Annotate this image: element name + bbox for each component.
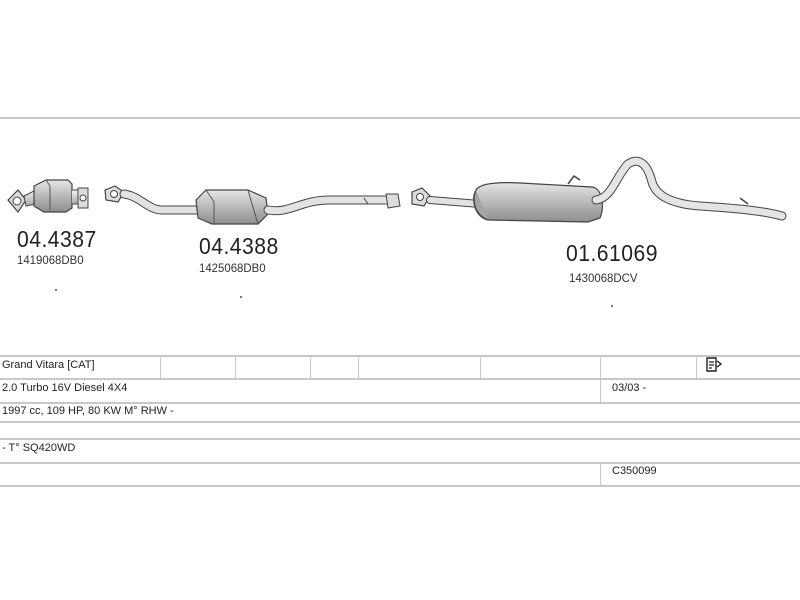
top-divider — [0, 117, 800, 119]
marker-dot-3 — [611, 305, 613, 307]
type-code-cell: - T° SQ420WD — [2, 442, 76, 454]
model-cell: Grand Vitara [CAT] — [2, 359, 95, 371]
part-number-1: 04.4387 — [17, 226, 97, 252]
part-ref-1: 1419068DB0 — [17, 253, 84, 267]
part-number-3: 01.61069 — [566, 240, 658, 266]
silencer-part-3[interactable] — [411, 156, 787, 223]
catalyst-part-2[interactable] — [104, 185, 401, 225]
engine-cell: 2.0 Turbo 16V Diesel 4X4 — [2, 382, 128, 394]
marker-dot-2 — [240, 296, 242, 298]
catalyst-part-1[interactable] — [7, 179, 89, 214]
specs-cell: 1997 cc, 109 HP, 80 KW M° RHW - — [2, 405, 174, 417]
marker-dot-1 — [55, 289, 57, 291]
part-ref-2: 1425068DB0 — [199, 261, 266, 275]
part-number-2: 04.4388 — [199, 233, 279, 259]
exhaust-diagram — [7, 156, 787, 225]
date-cell: 03/03 - — [612, 382, 647, 394]
part-ref-3: 1430068DCV — [569, 271, 638, 285]
catalog-code-cell: C350099 — [612, 465, 657, 477]
diagram-doc-icon[interactable] — [706, 357, 723, 373]
